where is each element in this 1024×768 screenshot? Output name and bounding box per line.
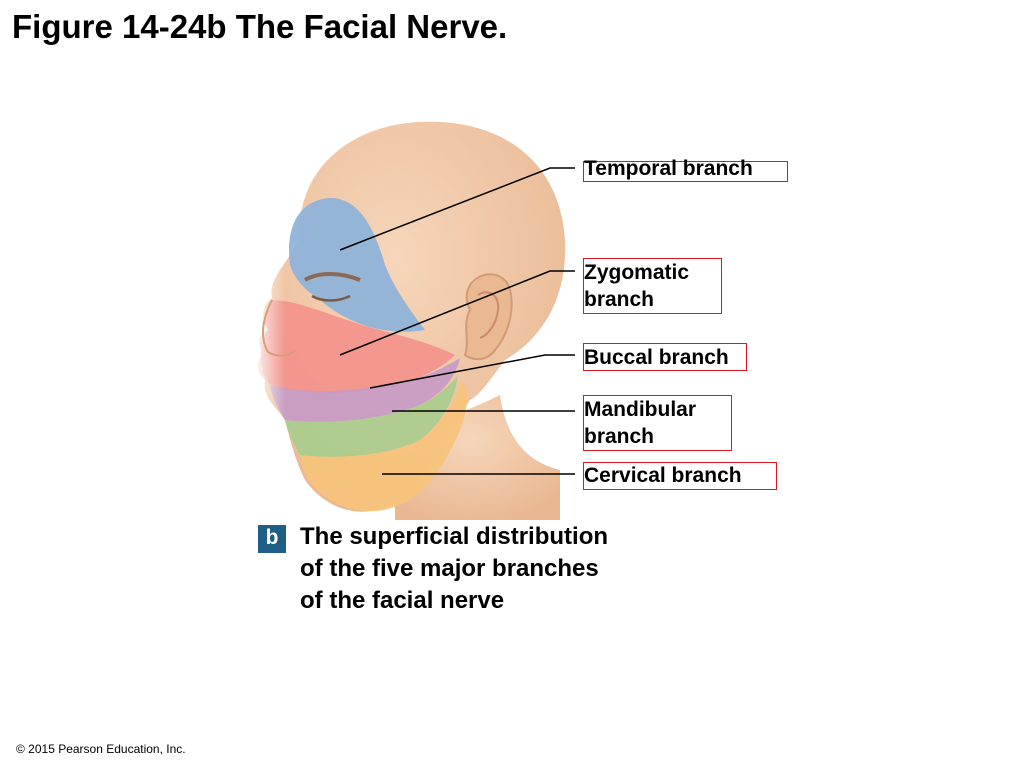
- mandibular-label-line1: Mandibular: [584, 398, 697, 421]
- buccal-leader: [369, 354, 575, 389]
- caption-line-2: of the five major branches: [300, 555, 599, 582]
- zygomatic-label-box: [583, 258, 722, 314]
- ear: [463, 273, 513, 361]
- eye: [311, 294, 351, 302]
- buccal-label-box: [583, 343, 747, 371]
- leader-lines: [339, 167, 575, 475]
- zygomatic-branch-label: Zygomatic branch: [584, 259, 689, 313]
- temporal-branch-label: Temporal branch: [584, 157, 753, 180]
- figure-title: Figure 14-24b The Facial Nerve.: [12, 8, 508, 45]
- cervical-label-box: [583, 462, 777, 490]
- nose: [262, 299, 296, 357]
- temporal-leader: [339, 167, 575, 251]
- figure-caption: The superficial distribution of the five…: [300, 521, 608, 617]
- zygomatic-label-line1: Zygomatic: [584, 261, 690, 284]
- zygomatic-label-line2: branch: [584, 288, 655, 311]
- mandibular-label-box: [583, 395, 732, 451]
- caption-line-3: of the facial nerve: [300, 587, 505, 614]
- mandibular-branch-label: Mandibular branch: [584, 396, 696, 450]
- copyright-notice: © 2015 Pearson Education, Inc.: [16, 742, 186, 756]
- mandibular-label-line2: branch: [584, 425, 655, 448]
- panel-letter-badge: b: [258, 525, 286, 553]
- temporal-label-box: [583, 161, 788, 182]
- eyebrow: [303, 272, 361, 282]
- cervical-branch-label: Cervical branch: [584, 464, 742, 487]
- buccal-branch-label: Buccal branch: [584, 346, 729, 369]
- caption-line-1: The superficial distribution: [300, 523, 609, 550]
- zygomatic-leader: [339, 270, 575, 356]
